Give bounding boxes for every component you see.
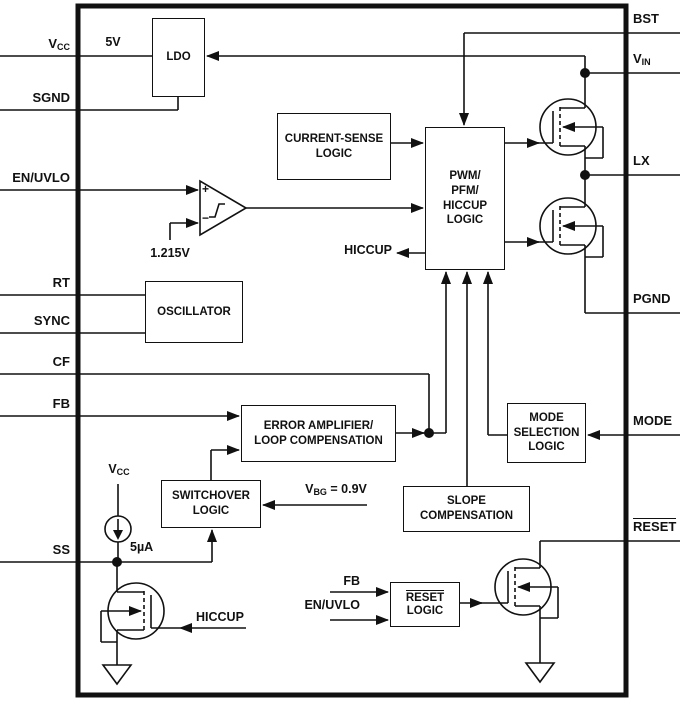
pin-label-mode: MODE [633, 413, 672, 428]
pin-label-fb: FB [52, 396, 70, 411]
ground-icon-softstart [101, 664, 133, 686]
block-oscillator: OSCILLATOR [145, 281, 243, 343]
label-reference-voltage: 1.215V [150, 246, 190, 260]
pin-wires-right [207, 32, 680, 568]
label-hiccup-input: HICCUP [196, 610, 244, 624]
block-current-sense-logic: CURRENT-SENSE LOGIC [277, 113, 391, 180]
mosfet-softstart [100, 591, 152, 643]
pin-label-reset: RESET [633, 518, 677, 534]
ground-icon-reset [524, 662, 556, 684]
pin-label-vcc: VCC [48, 36, 70, 52]
block-reset-logic: RESET LOGIC [390, 582, 460, 627]
comparator-symbol [199, 179, 248, 237]
internal-wires [116, 138, 553, 665]
block-switchover-logic: SWITCHOVER LOGIC [161, 480, 261, 528]
block-error-amplifier: ERROR AMPLIFIER/ LOOP COMPENSATION [241, 405, 396, 462]
pin-label-pgnd: PGND [633, 291, 671, 306]
mosfet-reset [507, 567, 559, 619]
hysteresis-icon [209, 203, 225, 218]
label-softstart-current: 5µA [130, 540, 154, 554]
block-slope-compensation: SLOPE COMPENSATION [403, 486, 530, 532]
reset-logic-line1: RESET [405, 589, 445, 604]
label-reset-en-uvlo-input: EN/UVLO [304, 598, 360, 612]
mosfet-low-side [552, 206, 604, 258]
pin-label-lx: LX [633, 153, 650, 168]
label-reset-fb-input: FB [343, 574, 360, 588]
label-vcc-current-source: VCC [108, 462, 130, 477]
block-pwm-pfm-hiccup-logic: PWM/ PFM/ HICCUP LOGIC [425, 127, 505, 270]
label-bandgap-voltage: VBG = 0.9V [305, 482, 367, 497]
label-hiccup-output: HICCUP [344, 243, 392, 257]
pin-label-vin: VIN [633, 51, 651, 67]
pin-label-en-uvlo: EN/UVLO [12, 170, 70, 185]
pin-label-bst: BST [633, 11, 659, 26]
mosfet-high-side [552, 107, 604, 159]
comparator-minus-sign: − [202, 211, 210, 225]
block-mode-selection-logic: MODE SELECTION LOGIC [507, 403, 586, 463]
pin-label-rt: RT [52, 275, 70, 290]
pin-wires-left [0, 55, 430, 563]
block-ldo: LDO [152, 18, 205, 97]
pin-label-sync: SYNC [33, 313, 70, 328]
label-5v-rail: 5V [105, 35, 121, 49]
comparator-plus-sign: + [202, 182, 210, 196]
reset-logic-line2: LOGIC [406, 605, 444, 618]
junction-dots [112, 68, 590, 567]
pin-label-ss: SS [52, 542, 70, 557]
pin-label-cf: CF [52, 354, 70, 369]
ic-boundary [75, 3, 629, 698]
pin-label-sgnd: SGND [32, 90, 70, 105]
current-source-arrow [113, 519, 123, 540]
